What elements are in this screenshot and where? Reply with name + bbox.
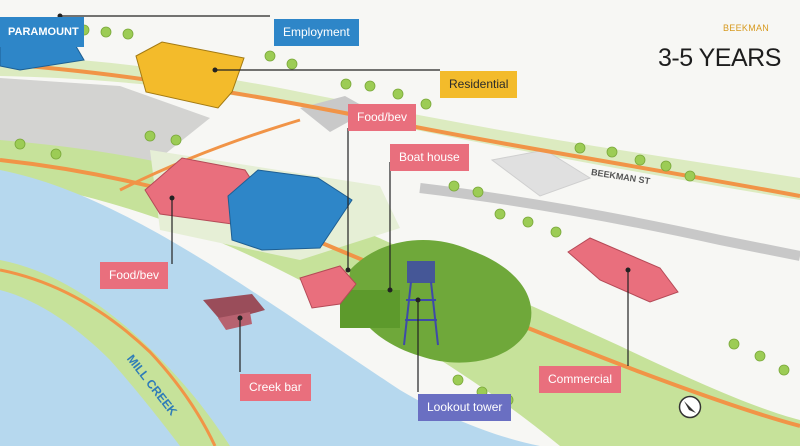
upper-greenway: [0, 55, 800, 200]
bank-trail: [0, 268, 217, 446]
north-arrow-icon: [678, 395, 702, 419]
callout-residential: Residential: [440, 71, 518, 98]
callout-commercial: Commercial: [539, 366, 622, 393]
green-lawn: [340, 290, 400, 328]
existing-building-east: [490, 149, 592, 197]
employment-building: [227, 169, 353, 251]
beekman-st: [419, 183, 800, 261]
leader-dots: [57, 13, 631, 321]
residential-building: [135, 41, 245, 109]
callout-boat-house: Boat house: [390, 144, 469, 171]
callout-food-bev-left: Food/bev: [100, 262, 169, 289]
paramount-label: PARAMOUNT: [0, 17, 84, 47]
callout-employment: Employment: [274, 19, 359, 46]
lookout-green: [349, 239, 532, 363]
connector-trail: [119, 118, 301, 192]
trees: [14, 24, 790, 406]
creek-lower: [0, 290, 180, 446]
creek-bar-dock: [203, 294, 265, 330]
callout-food-bev-top: Food/bev: [348, 104, 417, 131]
page-title: 3-5 YEARS: [658, 44, 781, 72]
callout-lookout-tower: Lookout tower: [418, 394, 512, 421]
commercial-building: [567, 237, 679, 303]
lookout-tower-structure: [403, 261, 439, 346]
callout-creek-bar: Creek bar: [240, 374, 311, 401]
map-kicker: BEEKMAN: [723, 23, 770, 33]
parking-area: [0, 78, 210, 166]
food-bev-pavilion: [299, 265, 357, 309]
